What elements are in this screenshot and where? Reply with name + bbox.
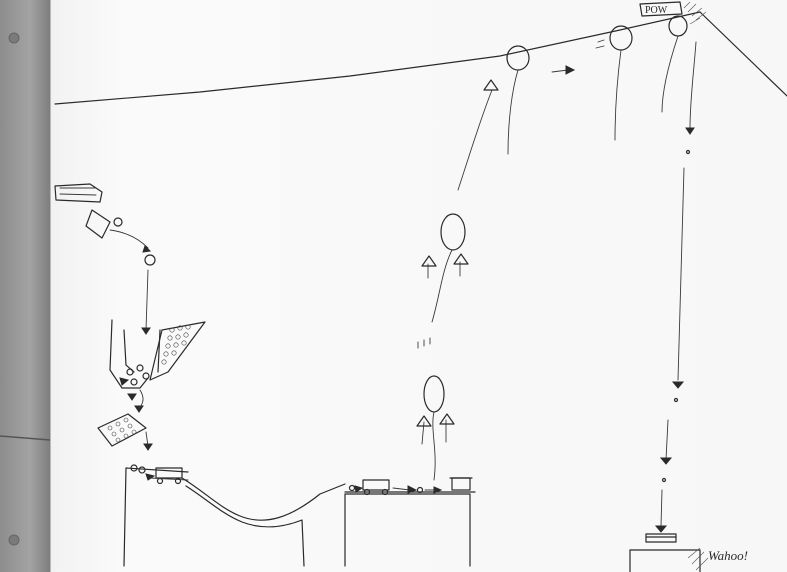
right-slope-line [700,12,787,96]
balloon-lower [417,376,454,480]
arrow-right-1 [566,66,574,74]
pow-label: POW [645,5,668,16]
arrow-down-1 [142,328,150,334]
balloon-top-3 [662,16,696,134]
left-platform [124,465,188,566]
ball-drop-line [146,270,148,330]
ramp-track-lower [186,486,304,566]
ramp-track [182,478,345,520]
balloon-top-1 [458,46,529,190]
perforated-panel [162,325,190,364]
goal-box: Wahoo! [630,534,748,572]
pitcher [55,184,150,252]
pow-burst: POW [640,2,706,24]
ceiling-line [55,12,700,104]
falling-ball [145,255,155,265]
wahoo-label: Wahoo! [708,548,748,563]
perforated-tray [98,414,152,450]
balloon-middle [418,214,468,348]
funnel-chute [110,320,205,412]
balloon-top-2 [552,26,632,140]
right-drop-line [656,151,690,533]
middle-platform [345,478,475,566]
